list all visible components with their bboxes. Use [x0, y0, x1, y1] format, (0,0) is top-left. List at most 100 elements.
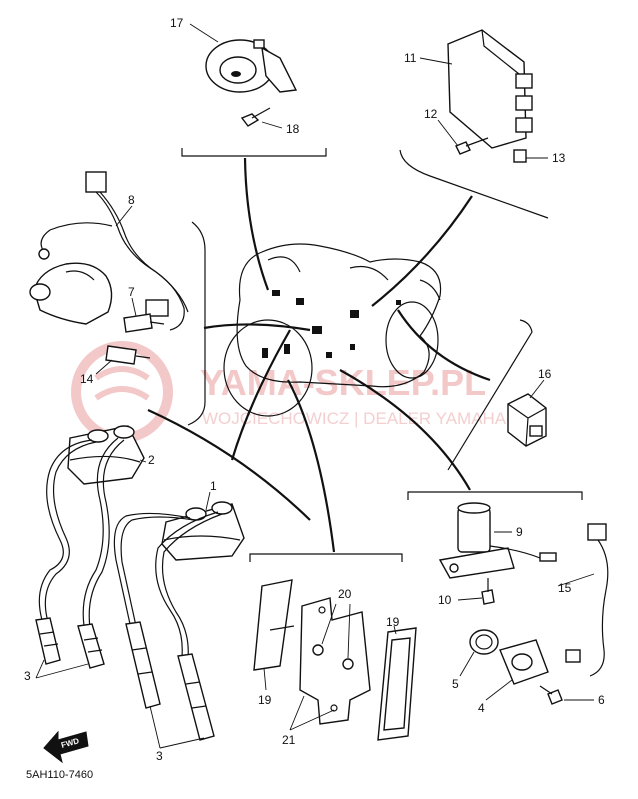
- coil-upper-band: [69, 455, 141, 463]
- leader-7: [131, 297, 137, 317]
- reflector-left-body: [253, 579, 293, 671]
- fwd-arrow-shape: [43, 730, 89, 764]
- leader-14: [95, 359, 113, 375]
- speed-sensor: [499, 639, 549, 685]
- solenoid-bolt: [481, 578, 495, 605]
- horn-bolt: [240, 107, 271, 127]
- leader-15: [557, 573, 595, 587]
- leader-19b: [393, 625, 397, 635]
- leader-10: [457, 597, 483, 601]
- bracket-nut-2: [342, 658, 354, 670]
- horn: [205, 39, 298, 93]
- plug-cap-3: [125, 621, 161, 709]
- callout-20: 20: [338, 587, 352, 601]
- reflector-left: [253, 579, 295, 671]
- bracket-right-sensors: [407, 491, 583, 500]
- callout-11: 11: [404, 51, 417, 65]
- callout-3-left: 3: [24, 669, 31, 683]
- reflector-left-stud: [269, 625, 295, 631]
- callout-21: 21: [282, 733, 296, 747]
- ecu-unit: [447, 29, 533, 149]
- ignition-coil-lower: [161, 501, 245, 561]
- callout-18: 18: [286, 122, 300, 136]
- ecu-clip: [513, 149, 527, 163]
- bracket-relay: [447, 319, 533, 471]
- ht-leads-lower: [113, 511, 223, 659]
- sensor-tip: [565, 649, 581, 663]
- sensor-wire: [589, 539, 609, 677]
- relay: [507, 393, 547, 447]
- bracket-left-sensors: [187, 221, 206, 426]
- callout-12: 12: [424, 107, 438, 121]
- housing-port: [29, 283, 51, 301]
- reflector-right-lens: [383, 637, 411, 731]
- motorcycle-outline: [223, 243, 442, 417]
- leader-1: [205, 491, 211, 511]
- leader-2: [139, 459, 147, 463]
- pointer-lines: [147, 157, 491, 553]
- sensor-lead: [565, 523, 609, 677]
- leader-4: [485, 679, 513, 701]
- pointer-horn: [243, 157, 270, 291]
- lead-ground-wire: [40, 222, 113, 253]
- callout-4: 4: [478, 701, 485, 715]
- ecu-connector-2: [515, 95, 533, 111]
- plug-cap-2: [77, 623, 105, 669]
- location-marker-1: [272, 290, 280, 296]
- callout-7: 7: [128, 285, 135, 299]
- watermark: YAMA-SKLEP.PL WOJCIECHOWICZ | DEALER YAM…: [71, 341, 507, 443]
- ecu-top-edge: [481, 29, 525, 79]
- bracket-hole-2: [330, 704, 338, 712]
- solenoid-top: [457, 502, 491, 514]
- plug-caps: [35, 617, 215, 741]
- leader-3a: [35, 659, 89, 679]
- coil-lower-tower-2: [211, 501, 233, 515]
- location-marker-8: [284, 344, 290, 354]
- forward-arrow: FWD: [43, 730, 89, 764]
- housing-detail: [65, 270, 95, 281]
- leader-8: [115, 205, 133, 227]
- location-marker-7: [262, 348, 268, 358]
- location-marker-3: [312, 326, 322, 334]
- coil-upper-tower-1: [87, 429, 109, 443]
- ecu-bolt-head: [455, 141, 471, 155]
- callout-5: 5: [452, 677, 459, 691]
- pointer-reflectors: [287, 379, 336, 553]
- callout-1: 1: [210, 479, 217, 493]
- watermark-logo-swoosh: [94, 366, 150, 401]
- callout-2: 2: [148, 453, 155, 467]
- bracket-reflectors: [249, 553, 403, 562]
- leader-16: [529, 379, 545, 399]
- bolt-shank: [251, 107, 271, 119]
- leader-19a: [263, 667, 267, 691]
- solenoid-bolt-head: [481, 589, 495, 605]
- leader-lines: [35, 23, 595, 749]
- leader-18: [261, 121, 283, 129]
- location-marker-6: [350, 344, 355, 350]
- ht-lead-1b: [44, 441, 97, 623]
- sender-terminal: [135, 355, 151, 359]
- sensor-bore: [511, 653, 533, 671]
- lead-coupler: [85, 171, 107, 193]
- relay-edges: [507, 403, 547, 447]
- pointer-ecu: [371, 195, 473, 307]
- pointer-right-sensors: [339, 369, 471, 491]
- bracket-plate: [299, 597, 371, 725]
- ht-lead-3a: [113, 512, 191, 625]
- horn-center: [219, 56, 257, 84]
- location-marker-9: [396, 300, 401, 305]
- solenoid: [438, 502, 557, 579]
- lead-ring-terminal: [38, 248, 50, 260]
- ht-lead-1a: [38, 439, 93, 621]
- location-marker-4: [350, 310, 359, 318]
- bike-front-wheel: [223, 319, 313, 417]
- pointer-plug-caps: [230, 329, 291, 461]
- callout-9: 9: [516, 525, 523, 539]
- callout-19-right: 19: [386, 615, 400, 629]
- solenoid-terminal: [539, 552, 557, 562]
- sender-unit: [105, 345, 151, 365]
- screw-shank: [539, 685, 553, 695]
- solenoid-bracket-hole: [449, 563, 459, 573]
- solenoid-body: [457, 507, 491, 553]
- horn-connector: [253, 39, 265, 49]
